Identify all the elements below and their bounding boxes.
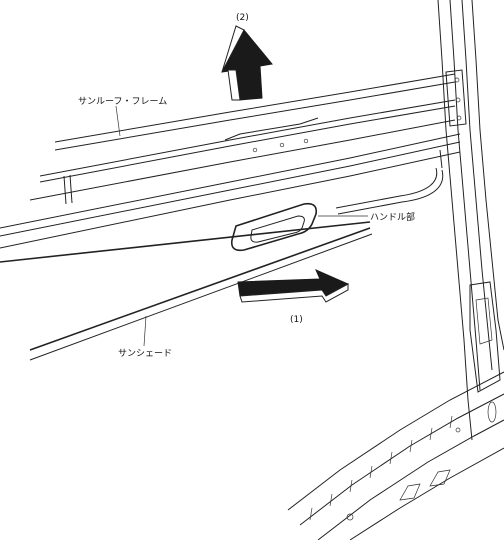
label-sunroof-frame: サンルーフ・フレーム (78, 96, 167, 107)
label-step-2: (2) (236, 13, 249, 23)
leader-lines (115, 105, 368, 347)
sunroof-frame (0, 69, 467, 249)
arrow-right-3d-icon (237, 269, 350, 303)
sunshade-handle (230, 202, 318, 252)
label-step-1: (1) (290, 315, 303, 325)
label-sunshade: サンシェード (118, 348, 172, 359)
body-pillar (437, 0, 504, 441)
arrow-up-3d-icon (221, 25, 273, 101)
label-handle: ハンドル部 (370, 211, 415, 223)
lower-sill (287, 371, 504, 541)
